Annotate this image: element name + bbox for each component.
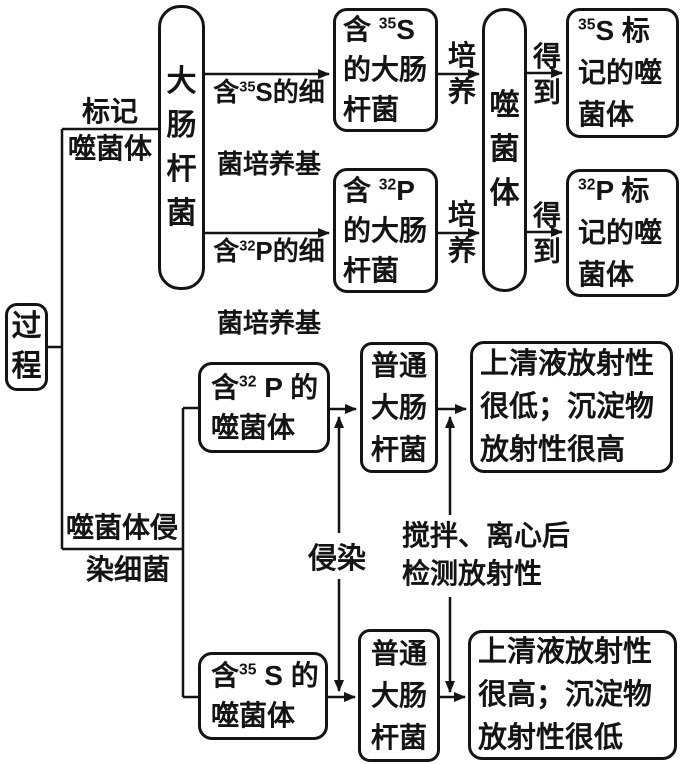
phage-center-label: 噬 菌 体 (489, 89, 520, 210)
p32-phage-box: 含32 P 的 噬菌体 (198, 362, 330, 453)
radioactivity-result-bottom-label: 上清液放射性 很高；沉淀物 放射性很低 (478, 635, 653, 754)
radioactivity-result-top-box: 上清液放射性 很低；沉淀物 放射性很高 (470, 341, 673, 473)
s35-phage-line1: 含35 S 的 (211, 660, 319, 691)
p32-medium-line2: 菌培养基 (216, 308, 321, 338)
p32-medium-arrow-label: 含32P的细 菌培养基 (205, 197, 333, 377)
p32-phage-line1: 含32 P 的 (211, 371, 319, 403)
phage-center-box: 噬 菌 体 (482, 8, 527, 292)
s35-ecoli-line1: 含 35S (343, 14, 415, 45)
s35-medium-line2: 菌培养基 (216, 149, 321, 179)
s35-labeled-phage-box: 35S 标 记的噬 菌体 (566, 8, 679, 138)
culture-label-p32: 培 养 (447, 199, 476, 266)
obtain-label-p32: 得 到 (532, 200, 561, 267)
infection-branch-label-top: 噬菌体侵 (65, 512, 178, 543)
p32-result-line3: 菌体 (578, 259, 635, 290)
s35-phage-box: 含35 S 的 噬菌体 (198, 652, 328, 740)
normal-ecoli-top-label: 普通 大肠 杆菌 (370, 349, 427, 465)
s35-ecoli-line2: 的大肠 (343, 54, 428, 85)
normal-ecoli-bottom-box: 普通 大肠 杆菌 (358, 629, 440, 762)
radioactivity-result-bottom-box: 上清液放射性 很高；沉淀物 放射性很低 (468, 630, 677, 760)
marking-branch-label-bottom: 噬菌体 (67, 133, 152, 164)
radioactivity-result-top-label: 上清液放射性 很低；沉淀物 放射性很高 (480, 347, 655, 466)
p32-phage-line2: 噬菌体 (211, 411, 296, 443)
s35-phage-line2: 噬菌体 (211, 700, 296, 731)
p32-result-line2: 记的噬 (578, 217, 663, 248)
stir-centrifuge-label: 搅拌、离心后 检测放射性 (399, 515, 594, 597)
infection-branch-label-bottom: 染细菌 (85, 554, 170, 585)
ecoli-host-label: 大 肠 杆 菌 (166, 64, 197, 230)
s35-ecoli-line3: 杆菌 (343, 94, 400, 125)
s35-medium-arrow-label: 含35S的细 菌培养基 (205, 38, 333, 218)
s35-result-line1: 35S 标 (578, 15, 650, 46)
p32-result-line1: 32P 标 (578, 175, 650, 206)
p32-ecoli-line1: 含 32P (343, 174, 415, 206)
normal-ecoli-bottom-label: 普通 大肠 杆菌 (370, 637, 427, 753)
s35-result-line2: 记的噬 (578, 57, 663, 88)
culture-label-s35: 培 养 (447, 40, 476, 107)
process-root-box: 过 程 (5, 303, 48, 391)
p32-labeled-phage-box: 32P 标 记的噬 菌体 (566, 169, 679, 297)
p32-medium-line1: 含32P的细 (213, 236, 325, 266)
s35-result-line3: 菌体 (578, 99, 635, 130)
normal-ecoli-top-box: 普通 大肠 杆菌 (360, 342, 438, 473)
s35-ecoli-box: 含 35S 的大肠 杆菌 (333, 8, 438, 132)
ecoli-host-box: 大 肠 杆 菌 (158, 5, 205, 290)
process-root-label: 过 程 (11, 310, 42, 383)
p32-ecoli-line3: 杆菌 (343, 254, 400, 286)
p32-ecoli-box: 含 32P 的大肠 杆菌 (333, 168, 438, 293)
s35-medium-line1: 含35S的细 (213, 77, 325, 107)
p32-ecoli-line2: 的大肠 (343, 214, 428, 246)
marking-branch-label-top: 标记 (81, 96, 138, 127)
infect-label: 侵染 (303, 533, 371, 579)
obtain-label-s35: 得 到 (532, 41, 561, 108)
